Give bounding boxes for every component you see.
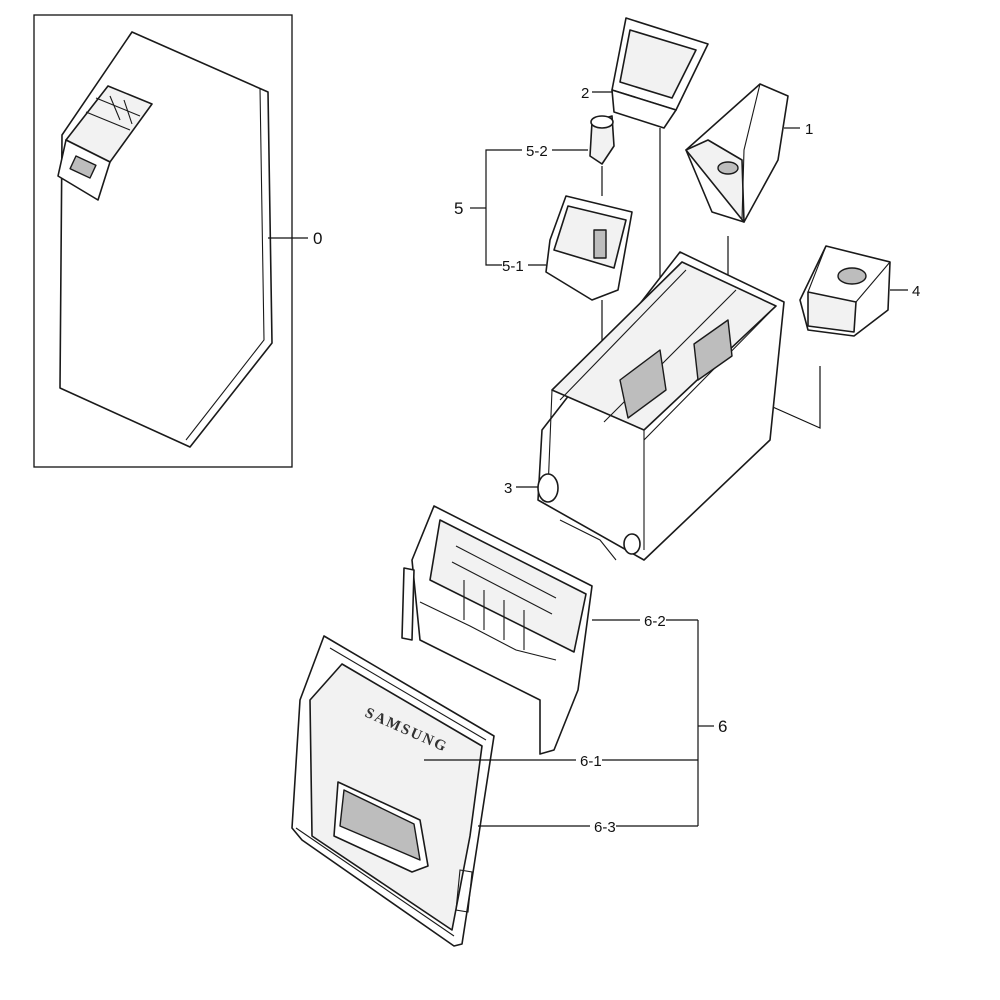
part-6-2-frame: 6-2 <box>401 505 698 755</box>
label-5: 5 <box>454 199 463 218</box>
part-3-housing: 3 <box>504 251 785 561</box>
label-6: 6 <box>718 717 727 736</box>
bracket-6: 6 <box>697 620 727 826</box>
label-5-1: 5-1 <box>502 258 524 275</box>
bracket-5: 5 <box>454 149 522 266</box>
label-6-1: 6-1 <box>580 753 602 770</box>
label-2: 2 <box>581 85 589 102</box>
part-6-3-panel: SAMSUNG 6-1 6-3 <box>291 635 698 947</box>
label-3: 3 <box>504 480 512 497</box>
label-6-3: 6-3 <box>594 819 616 836</box>
part-1-box: 1 <box>685 83 813 300</box>
overview-inset: 0 <box>33 14 322 468</box>
part-5-1-siphon: 5-1 <box>502 195 633 390</box>
label-5-2: 5-2 <box>526 143 548 160</box>
label-6-2: 6-2 <box>644 613 666 630</box>
part-2-tray: 2 <box>581 17 709 300</box>
label-1: 1 <box>805 121 813 138</box>
part-4-cup: 4 <box>765 245 920 429</box>
label-0: 0 <box>313 229 322 248</box>
part-5-2-cap: 5-2 <box>526 115 615 196</box>
label-4: 4 <box>912 283 920 300</box>
